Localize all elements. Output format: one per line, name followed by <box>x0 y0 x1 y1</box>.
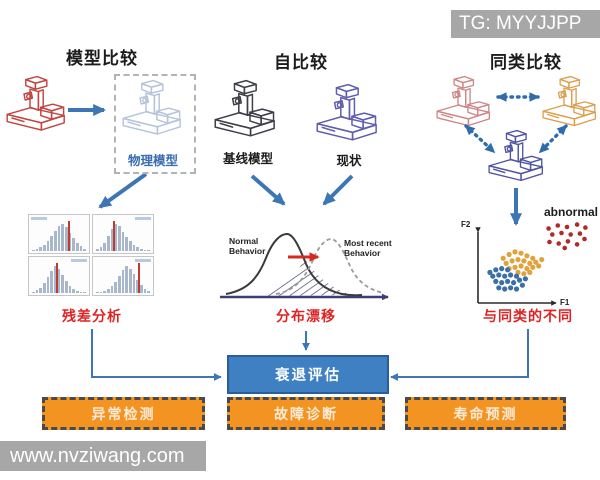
machine-icon-peer-blue <box>488 129 543 182</box>
arrow-current-to-distribution <box>322 174 354 206</box>
connector-peerdiff-to-assessment <box>390 329 529 381</box>
arrow-dotted-orange-blue <box>538 124 568 154</box>
arrow-dotted-pink-blue <box>464 124 496 154</box>
baseline-model-label: 基线模型 <box>222 152 273 166</box>
current-state-label: 现状 <box>336 154 362 168</box>
arrow-baseline-to-distribution <box>250 174 286 206</box>
physical-model-dashed-box <box>114 74 196 174</box>
histogram-caption-smudge <box>135 259 151 262</box>
result-peer-difference: 与同类的不同 <box>483 308 573 324</box>
histogram-panel-4 <box>92 256 154 296</box>
watermark-bottom-left: www.nvziwang.com <box>0 441 206 471</box>
machine-icon-peer-pink <box>436 75 491 127</box>
histogram-panel-3 <box>28 256 90 296</box>
scatter-xlabel: F1 <box>560 298 570 307</box>
connector-residual-to-assessment <box>91 329 222 381</box>
watermark-top-right: TG: MYYJJPP <box>451 10 600 38</box>
output-box-anomaly-detection: 异常检测 <box>42 397 205 430</box>
machine-icon-peer-orange <box>542 75 597 127</box>
heading-self-comparison: 自比较 <box>274 53 328 72</box>
arrow-physical-to-histograms <box>98 172 148 209</box>
recent-behavior-label: Most recent Behavior <box>344 238 392 259</box>
heading-model-comparison: 模型比较 <box>66 49 138 68</box>
scatter-dots-abnormal <box>546 222 588 251</box>
recent-behavior-curve <box>275 238 385 295</box>
heading-peer-comparison: 同类比较 <box>490 53 562 72</box>
histogram-panel-1 <box>28 214 90 254</box>
distribution-plot <box>220 232 389 301</box>
assessment-box: 衰退评估 <box>227 355 389 394</box>
normal-behavior-label: Normal Behavior <box>229 236 266 257</box>
abnormal-cluster-label: abnormal <box>543 205 598 219</box>
scatter-dots-peer <box>487 249 545 292</box>
residual-marker-line <box>68 221 70 251</box>
histogram-caption-smudge <box>31 217 47 220</box>
scatter-plot <box>475 222 588 306</box>
residual-marker-line <box>138 263 140 293</box>
residual-marker-line <box>112 221 115 251</box>
overlap-hatched-area <box>258 258 352 296</box>
histogram-panel-2 <box>92 214 154 254</box>
residual-histogram-panel <box>28 214 154 296</box>
histogram-caption-smudge <box>71 259 87 262</box>
result-distribution-drift: 分布漂移 <box>276 308 336 324</box>
machine-icon-current <box>316 83 377 141</box>
machine-icon-baseline <box>214 79 275 137</box>
residual-marker-line <box>56 263 58 293</box>
physical-model-label: 物理模型 <box>127 154 178 168</box>
output-box-fault-diagnosis: 故障诊断 <box>227 397 385 430</box>
output-box-life-prediction: 寿命预测 <box>405 397 566 430</box>
machine-icon-real-red <box>6 75 65 131</box>
scatter-ylabel: F2 <box>461 220 471 229</box>
normal-behavior-curve <box>225 232 363 297</box>
histogram-caption-smudge <box>135 217 151 220</box>
result-residual-analysis: 残差分析 <box>62 308 122 324</box>
